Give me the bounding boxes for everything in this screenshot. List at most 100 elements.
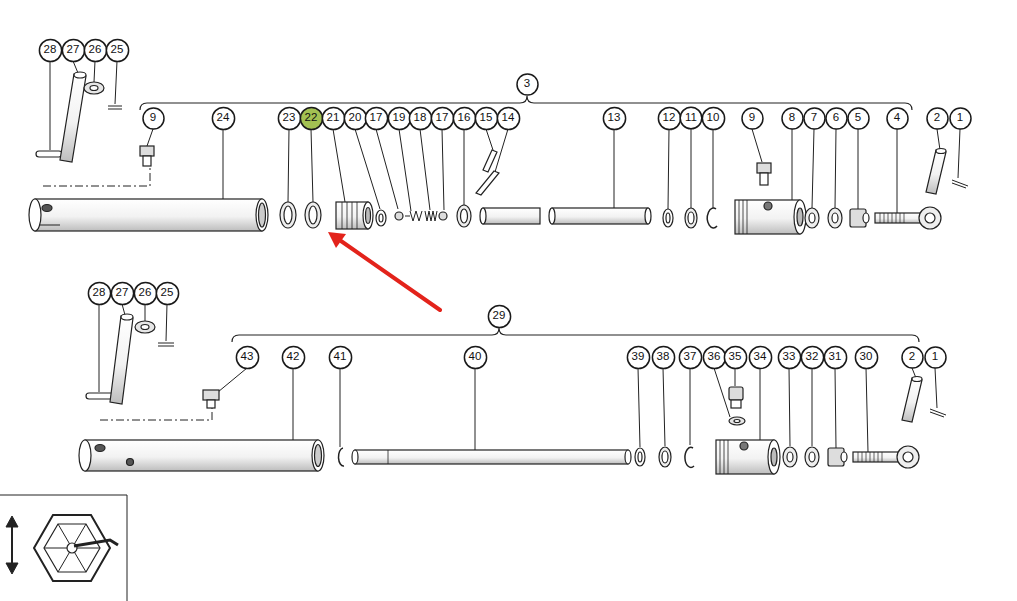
circle-outline xyxy=(627,346,649,368)
callout-number: 2 xyxy=(909,351,915,363)
circle-outline xyxy=(778,346,800,368)
circle-outline xyxy=(453,107,475,129)
callout-number: 3 xyxy=(524,78,530,90)
circle-outline xyxy=(679,346,701,368)
callout-number: 7 xyxy=(811,112,817,124)
circle-outline xyxy=(282,346,304,368)
callout-number: 25 xyxy=(161,287,174,299)
circle-outline xyxy=(111,282,133,304)
circle-outline xyxy=(950,108,971,129)
callout-circle: 19 xyxy=(387,106,412,131)
callout-circle: 39 xyxy=(626,345,651,370)
callout-number: 42 xyxy=(287,351,300,363)
callout-circle: 2 xyxy=(926,107,949,130)
callout-number: 33 xyxy=(783,351,796,363)
callout-number: 10 xyxy=(707,112,720,124)
parts-bottom xyxy=(79,304,946,474)
callout-number: 18 xyxy=(414,112,427,124)
callout-circle: 10 xyxy=(701,106,726,131)
callout-number: 28 xyxy=(93,287,106,299)
circle-outline xyxy=(134,282,156,304)
circle-outline xyxy=(464,346,486,368)
circle-outline xyxy=(497,107,519,129)
circle-outline xyxy=(801,346,823,368)
callout-number: 36 xyxy=(708,351,721,363)
circle-outline xyxy=(724,346,746,368)
circle-outline xyxy=(603,107,625,129)
callout-circle: 37 xyxy=(678,345,703,370)
circle-outline xyxy=(88,282,110,304)
callout-number: 28 xyxy=(44,44,57,56)
callout-circle: 15 xyxy=(474,106,499,131)
circle-outline xyxy=(488,305,510,327)
circle-outline xyxy=(322,107,344,129)
callout-number: 30 xyxy=(860,351,873,363)
callout-number: 4 xyxy=(894,112,900,124)
callout-circle: 20 xyxy=(343,106,368,131)
callout-circle: 34 xyxy=(748,345,773,370)
callout-number: 37 xyxy=(684,351,697,363)
circle-outline xyxy=(156,282,178,304)
callout-circle: 12 xyxy=(657,106,682,131)
callout-number: 6 xyxy=(833,112,839,124)
callout-circle: 22 xyxy=(299,106,324,131)
callout-circle: 31 xyxy=(823,345,848,370)
circle-outline xyxy=(517,74,538,95)
callout-circle: 41 xyxy=(328,345,353,370)
callout-number: 38 xyxy=(657,351,670,363)
circle-outline xyxy=(329,346,351,368)
circle-outline xyxy=(824,346,846,368)
callout-number: 26 xyxy=(89,44,102,56)
callout-number: 40 xyxy=(469,351,482,363)
callout-circle: 30 xyxy=(854,345,879,370)
callout-circle: 14 xyxy=(496,106,521,131)
callout-circle: 17 xyxy=(430,106,455,131)
callout-circle: 35 xyxy=(723,345,748,370)
circle-outline xyxy=(409,107,431,129)
callout-number: 35 xyxy=(729,351,742,363)
callout-circle: 36 xyxy=(702,345,727,370)
callout-number: 26 xyxy=(139,287,152,299)
circle-outline xyxy=(365,107,387,129)
circle-outline xyxy=(887,108,908,129)
callout-number: 11 xyxy=(685,112,697,124)
callout-circle: 26 xyxy=(133,281,158,306)
callout-circle: 32 xyxy=(800,345,825,370)
circle-outline xyxy=(143,108,164,129)
circle-outline xyxy=(39,39,61,61)
callout-number: 9 xyxy=(749,112,755,124)
callout-circle: 9 xyxy=(142,107,165,130)
callout-circle: 1 xyxy=(924,346,947,369)
circle-outline xyxy=(475,107,497,129)
callout-number: 13 xyxy=(608,112,621,124)
callout-number: 19 xyxy=(393,112,406,124)
callout-circle: 8 xyxy=(781,107,804,130)
circle-outline xyxy=(782,108,803,129)
callout-circle: 13 xyxy=(602,106,627,131)
callout-circle: 5 xyxy=(847,107,870,130)
circle-outline xyxy=(925,347,946,368)
callout-circle: 4 xyxy=(886,107,909,130)
callout-number: 8 xyxy=(789,112,795,124)
callout-circle: 42 xyxy=(281,345,306,370)
circle-outline xyxy=(236,346,258,368)
callout-circle: 27 xyxy=(110,281,135,306)
callout-number: 1 xyxy=(957,112,963,124)
callout-number: 17 xyxy=(436,112,449,124)
callout-circle: 9 xyxy=(741,107,764,130)
callout-circle: 29 xyxy=(487,304,512,329)
callout-number: 31 xyxy=(829,351,842,363)
callout-number: 23 xyxy=(283,112,296,124)
callout-number: 25 xyxy=(111,44,124,56)
circle-outline xyxy=(902,347,923,368)
leader-lines xyxy=(43,61,960,452)
callout-circle: 25 xyxy=(155,281,180,306)
callout-circle: 38 xyxy=(651,345,676,370)
callout-number: 27 xyxy=(67,44,80,56)
circle-outline xyxy=(927,108,948,129)
circle-outline xyxy=(804,108,825,129)
callout-number: 24 xyxy=(217,112,230,124)
parts-top xyxy=(29,61,968,234)
callout-circle: 6 xyxy=(825,107,848,130)
callout-number: 16 xyxy=(458,112,471,124)
